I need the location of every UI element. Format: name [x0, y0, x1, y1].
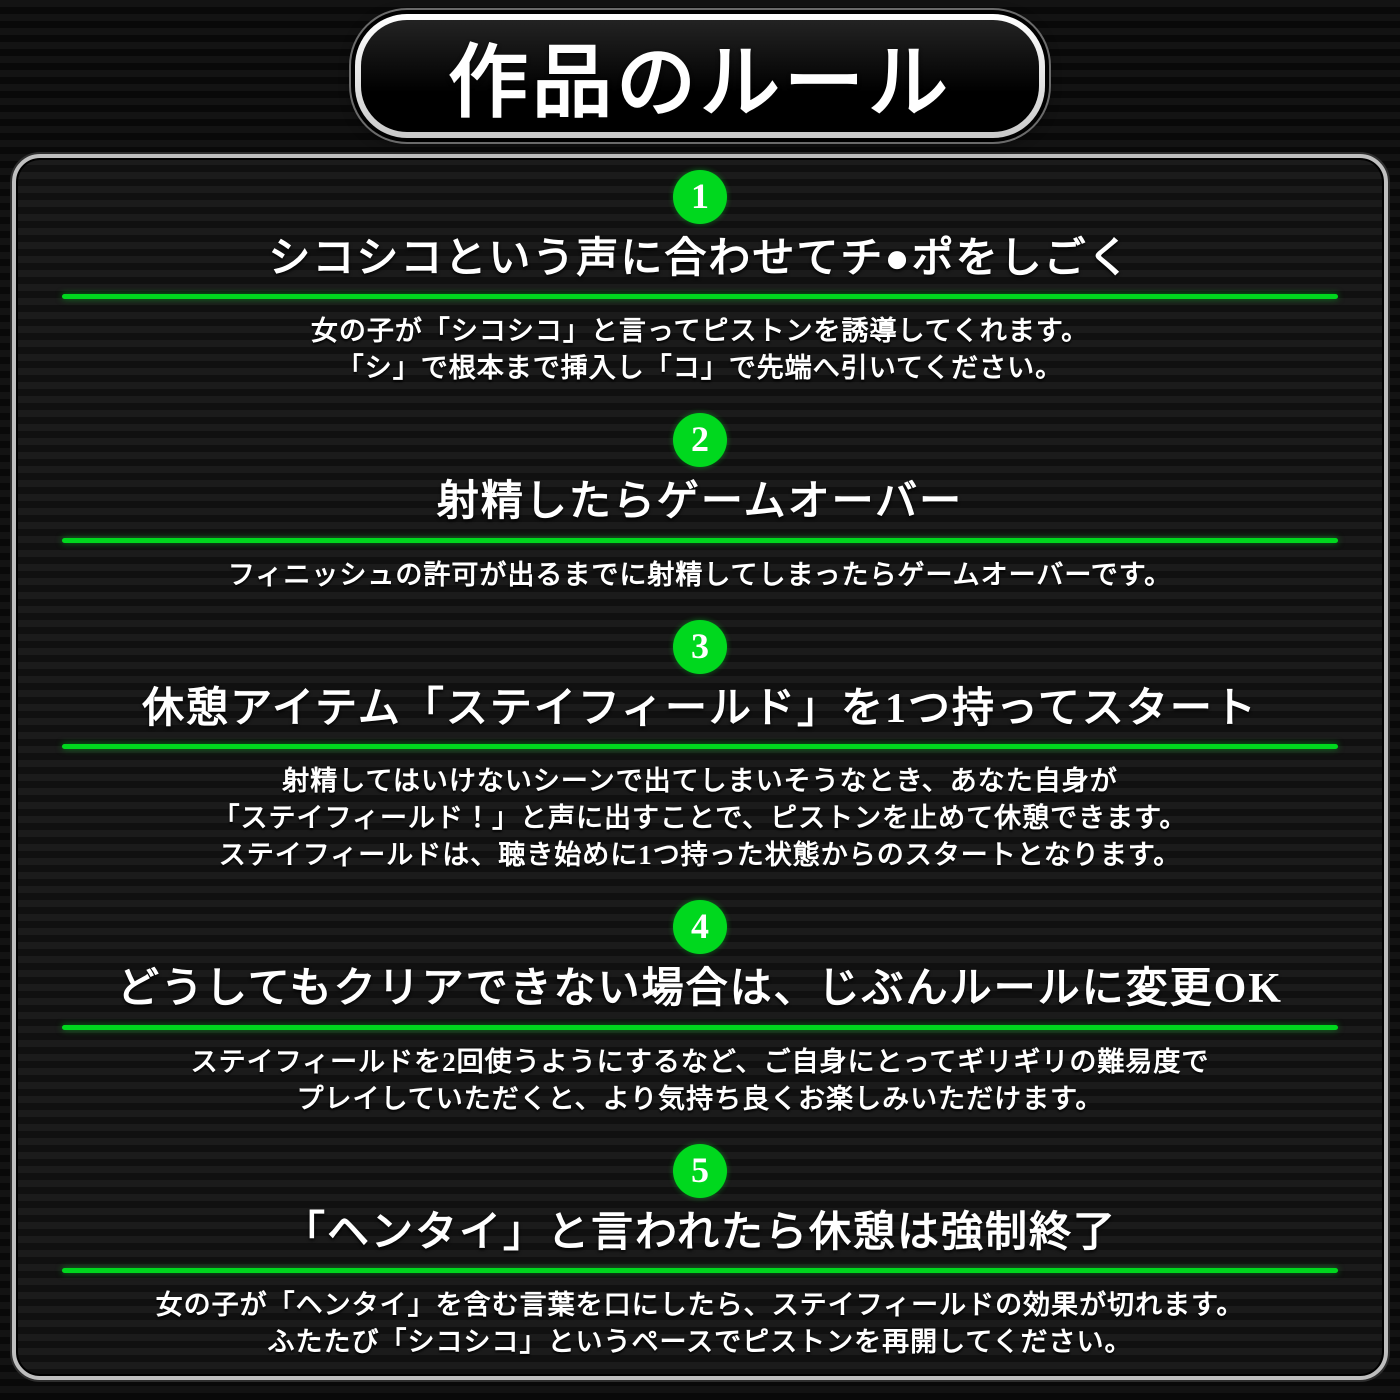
rule-3-body-line: ステイフィールドは、聴き始めに1つ持った状態からのスタートとなります。	[218, 840, 1182, 871]
rule-2-number: 2	[691, 419, 709, 460]
rule-1-body-line: 女の子が「シコシコ」と言ってピストンを誘導してくれます。	[310, 316, 1090, 347]
rule-5-number: 5	[691, 1149, 709, 1190]
rule-3-number: 3	[691, 625, 709, 666]
rule-section-1: 1 シコシコという声に合わせてチ●ポをしごく 女の子が「シコシコ」と言ってピスト…	[16, 170, 1384, 387]
rule-3-body-line: 「ステイフィールド！」と声に出すことで、ピストンを止めて休憩できます。	[212, 803, 1188, 834]
rule-5-body-line: 女の子が「ヘンタイ」を含む言葉を口にしたら、ステイフィールドの効果が切れます。	[155, 1289, 1245, 1320]
rule-4-body-line: ステイフィールドを2回使うようにするなど、ご自身にとってギリギリの難易度で	[190, 1046, 1210, 1077]
rule-2-number-badge: 2	[673, 413, 727, 468]
rule-2-divider	[62, 537, 1338, 543]
rule-4-number-badge: 4	[673, 900, 727, 955]
rule-4-divider	[62, 1024, 1338, 1030]
title-capsule-inner: 作品のルール	[361, 20, 1039, 132]
rule-5-divider	[62, 1267, 1338, 1273]
rule-1-divider	[62, 294, 1338, 300]
rule-4-number: 4	[691, 906, 709, 947]
rule-1-heading: シコシコという声に合わせてチ●ポをしごく	[268, 236, 1132, 282]
rule-section-4: 4 どうしてもクリアできない場合は、じぶんルールに変更OK ステイフィールドを2…	[16, 900, 1384, 1117]
rules-box: 1 シコシコという声に合わせてチ●ポをしごく 女の子が「シコシコ」と言ってピスト…	[12, 154, 1388, 1380]
rule-1-body-line: 「シ」で根本まで挿入し「コ」で先端へ引いてください。	[336, 353, 1064, 384]
rule-5-heading: 「ヘンタイ」と言われたら休憩は強制終了	[283, 1209, 1117, 1256]
rule-5-number-badge: 5	[673, 1143, 727, 1198]
rule-2-heading: 射精したらゲームオーバー	[436, 479, 964, 526]
rule-3-number-badge: 3	[673, 619, 727, 674]
page-title: 作品のルール	[448, 40, 952, 128]
title-capsule: 作品のルール	[355, 14, 1045, 138]
rule-3-body-line: 射精してはいけないシーンで出てしまいそうなとき、あなた自身が	[282, 766, 1118, 797]
rule-section-2: 2 射精したらゲームオーバー フィニッシュの許可が出るまでに射精してしまったらゲ…	[16, 413, 1384, 593]
rule-section-5: 5 「ヘンタイ」と言われたら休憩は強制終了 女の子が「ヘンタイ」を含む言葉を口に…	[16, 1143, 1384, 1361]
rule-1-number-badge: 1	[673, 170, 727, 224]
rule-2-body-line: フィニッシュの許可が出るまでに射精してしまったらゲームオーバーです。	[227, 559, 1173, 590]
rule-4-body-line: プレイしていただくと、より気持ち良くお楽しみいただけます。	[296, 1083, 1104, 1114]
rule-4-heading: どうしてもクリアできない場合は、じぶんルールに変更OK	[117, 966, 1283, 1013]
rule-5-body-line: ふたたび「シコシコ」というペースでピストンを再開してください。	[267, 1326, 1133, 1357]
title-banner: 作品のルール	[0, 0, 1400, 152]
rule-1-number: 1	[691, 176, 709, 216]
rule-section-3: 3 休憩アイテム「ステイフィールド」を1つ持ってスタート 射精してはいけないシー…	[16, 619, 1384, 874]
rule-3-heading: 休憩アイテム「ステイフィールド」を1つ持ってスタート	[142, 685, 1258, 732]
rule-3-divider	[62, 744, 1338, 750]
